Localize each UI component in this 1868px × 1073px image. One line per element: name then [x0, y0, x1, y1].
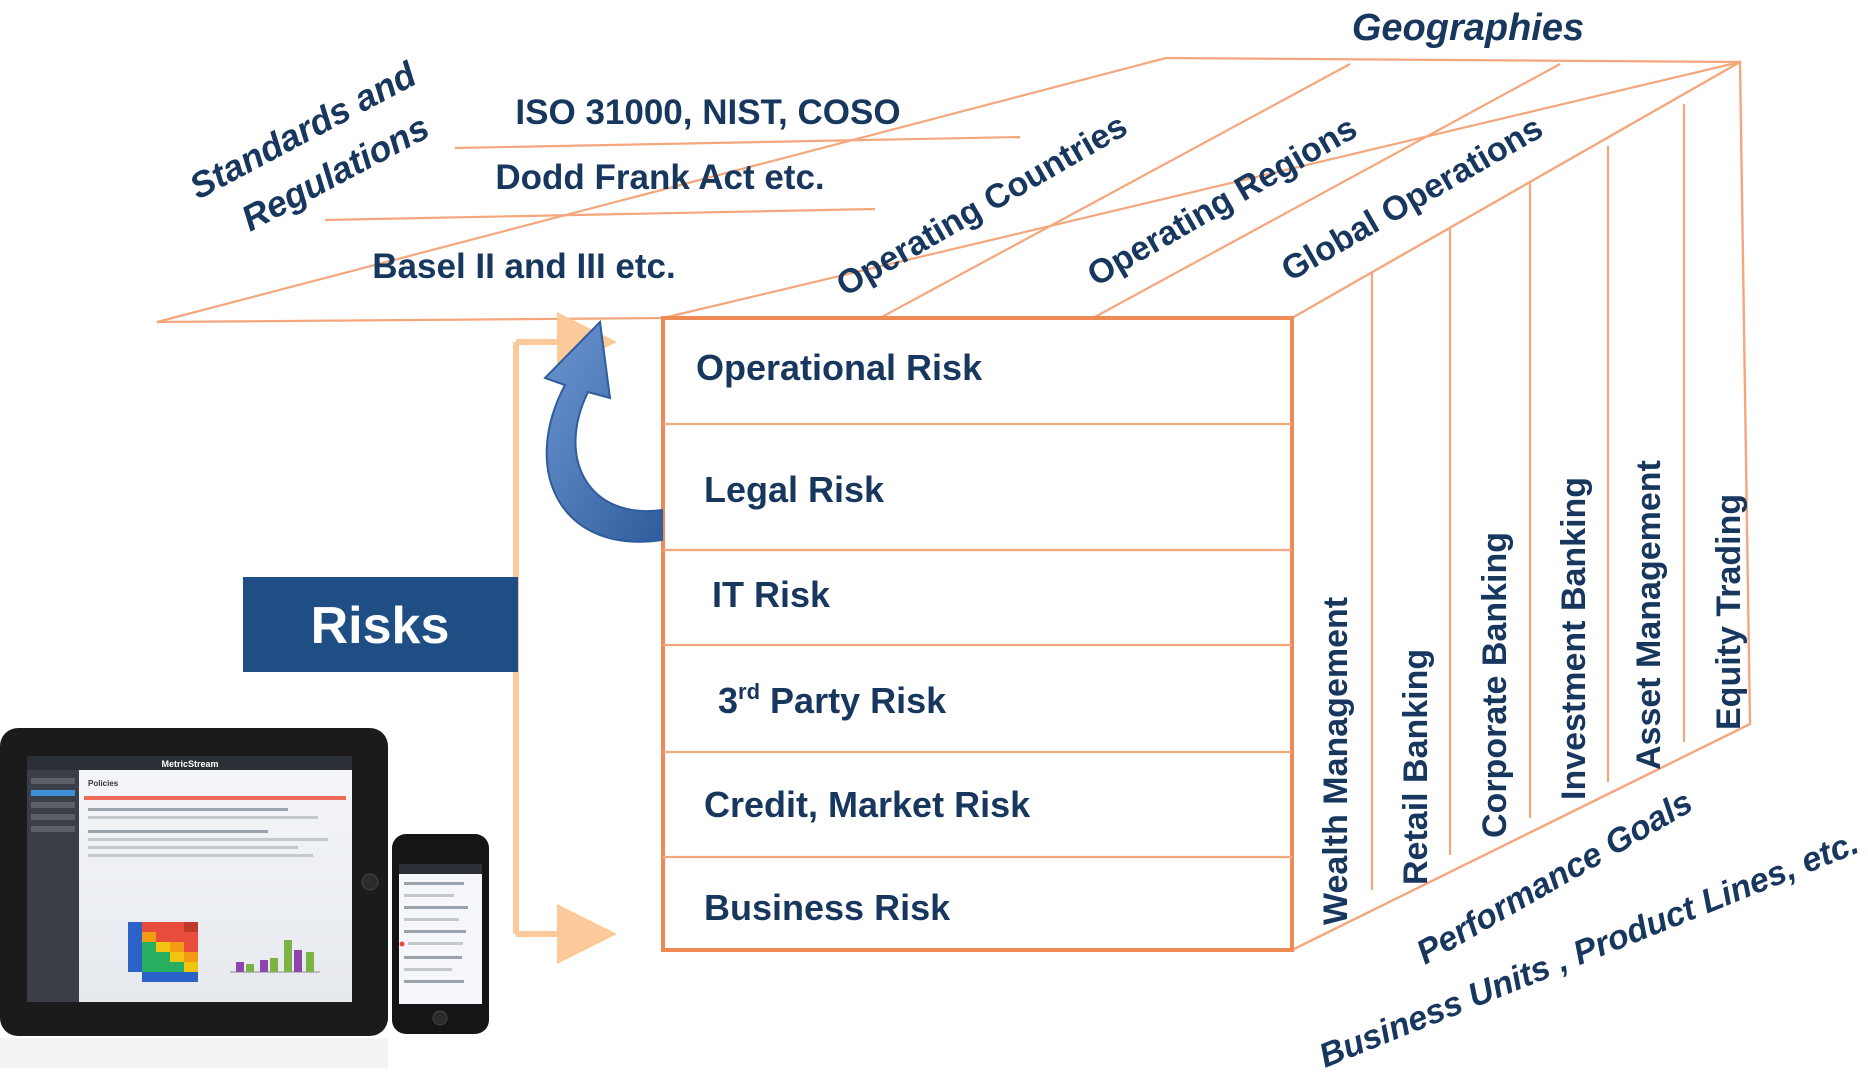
tablet-bar-chart: [230, 940, 320, 973]
risk-label-credit-market: Credit, Market Risk: [704, 784, 1031, 825]
bu-label-equity: Equity Trading: [1710, 494, 1748, 730]
tablet-list-line: [88, 838, 328, 841]
front-face-outline: [661, 316, 1294, 952]
risk-label-it: IT Risk: [712, 574, 831, 615]
bu-label-asset: Asset Management: [1630, 460, 1668, 770]
risk-label-third-party-sup: rd: [738, 679, 760, 704]
risk-label-third-party-prefix: 3: [718, 680, 738, 721]
front-face: [661, 316, 1294, 952]
geographies-axis-label: Geographies: [1352, 7, 1584, 49]
geo-divider-1: [879, 63, 1351, 319]
phone-list-line: [404, 894, 454, 897]
tablet-sidebar-item: [31, 814, 75, 820]
standard-item-dodd-frank: Dodd Frank Act etc.: [495, 158, 824, 197]
standard-item-iso: ISO 31000, NIST, COSO: [515, 93, 900, 132]
phone-list-line: [404, 918, 459, 921]
phone-list-line: [404, 930, 466, 933]
standards-divider-1: [454, 135, 1021, 150]
geo-divider-2: [1092, 63, 1561, 319]
phone-list-line: [404, 968, 452, 971]
tablet-list-line: [88, 830, 268, 833]
risks-badge: Risks: [243, 577, 518, 672]
tablet-sidebar-item: [31, 802, 75, 808]
tablet-sidebar-item-active: [31, 790, 75, 796]
risk-label-legal: Legal Risk: [704, 469, 885, 510]
tablet-heatmap: [128, 922, 198, 982]
phone-list-line: [404, 906, 468, 909]
tablet-list-line: [88, 846, 298, 849]
tablet-device: MetricStream Policies: [0, 728, 388, 1036]
tablet-list-line: [88, 808, 288, 811]
risks-badge-label: Risks: [311, 597, 450, 655]
phone-app-header: [399, 864, 482, 874]
tablet-app-header: [27, 756, 352, 770]
standard-item-basel: Basel II and III etc.: [372, 247, 675, 286]
tablet-alert-bar: [84, 796, 346, 800]
risk-label-operational: Operational Risk: [696, 347, 983, 388]
curved-up-arrow: [543, 319, 663, 543]
side-face-outline: [1291, 59, 1752, 952]
tablet-home-button: [361, 873, 379, 891]
phone-list-line: [408, 942, 463, 945]
phone-status-dot: [399, 941, 405, 947]
bu-label-investment: Investment Banking: [1555, 477, 1593, 800]
tablet-section-title: Policies: [88, 779, 119, 788]
phone-home-button: [432, 1010, 448, 1026]
standards-divider-2: [324, 207, 876, 222]
phone-list-line: [404, 882, 464, 885]
tablet-app-name: MetricStream: [161, 759, 218, 769]
risk-label-business: Business Risk: [704, 887, 951, 928]
side-face: [1291, 59, 1752, 952]
tablet-list-line: [88, 816, 318, 819]
phone-list-line: [404, 956, 462, 959]
risk-label-third-party: 3rd Party Risk: [718, 679, 947, 721]
tablet-reflection: [0, 1038, 388, 1068]
tablet-list-line: [88, 854, 313, 857]
bu-label-corporate: Corporate Banking: [1476, 532, 1514, 838]
bu-label-wealth: Wealth Management: [1317, 597, 1355, 925]
phone-list-line: [404, 980, 464, 983]
tablet-sidebar: [27, 770, 79, 1002]
tablet-sidebar-item: [31, 778, 75, 784]
risk-label-third-party-rest: Party Risk: [760, 680, 947, 721]
risks-badge-box: [243, 577, 518, 672]
bu-label-retail: Retail Banking: [1397, 649, 1435, 885]
phone-device: [392, 834, 489, 1034]
tablet-sidebar-item: [31, 826, 75, 832]
